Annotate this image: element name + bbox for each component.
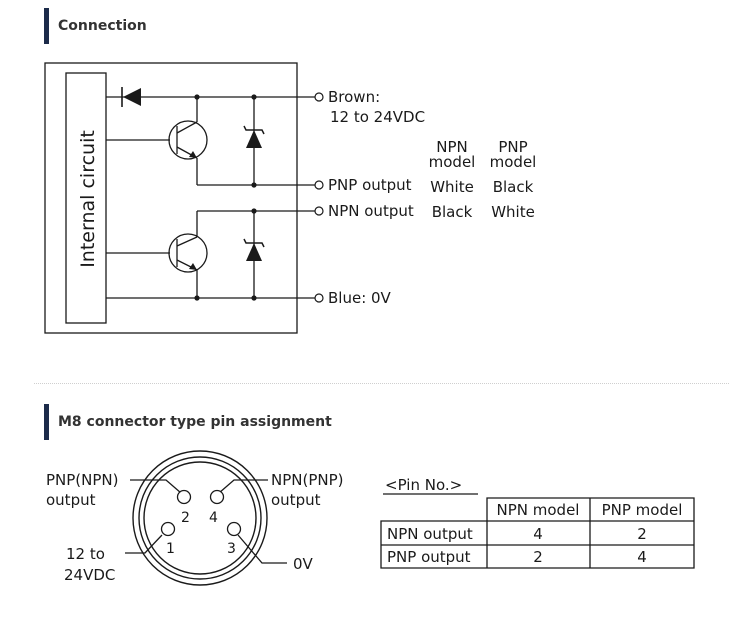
connector-label-npn-pnp: NPN(PNP) [271, 471, 344, 489]
connector-label-supply: 12 to [66, 545, 105, 563]
pin-3-socket [226, 521, 242, 537]
pin-table-row-pnp-label: PNP output [387, 548, 471, 566]
terminal-blue-label: Blue: 0V [328, 289, 392, 307]
pin-number-1: 1 [166, 541, 175, 557]
connector-leader-lines [125, 479, 287, 564]
internal-circuit-label: Internal circuit [77, 130, 99, 268]
terminal-npn-output-label: NPN output [328, 202, 414, 220]
connection-section-title: Connection [44, 8, 147, 44]
connector-label-0v: 0V [293, 555, 314, 573]
circuit-wires [106, 96, 315, 299]
pin-table-row-npn-label: NPN output [387, 525, 473, 543]
zener-diode-upper [243, 125, 265, 148]
connector-label-pnp-npn-output: output [46, 491, 96, 509]
transistor-upper [168, 120, 208, 160]
section-divider [34, 383, 729, 384]
wire-table-npn-header-1: NPN [436, 138, 468, 156]
pin-number-2: 2 [181, 510, 190, 526]
pin-table-grid [380, 497, 695, 569]
wire-table-npn-row-npn: Black [432, 203, 473, 221]
diode-power [121, 87, 141, 107]
connector-label-npn-pnp-output: output [271, 491, 321, 509]
connector-label-supply-voltage: 24VDC [64, 566, 115, 584]
wire-table-npn-header-2: model [429, 153, 476, 171]
pin-1-socket [160, 521, 176, 537]
pin-table-header-npn: NPN model [497, 501, 580, 519]
wire-table-pnp-row-pnp: Black [493, 178, 534, 196]
pin-assignment-section-title: M8 connector type pin assignment [44, 404, 332, 440]
pin-table-row-npn-npn: 4 [533, 525, 543, 543]
m8-connector-face [132, 450, 268, 586]
pin-table-row-npn-pnp: 2 [637, 525, 647, 543]
terminal-brown-voltage: 12 to 24VDC [330, 108, 425, 126]
pin-number-4: 4 [209, 510, 218, 526]
transistor-lower [168, 233, 208, 273]
junction-dots [194, 94, 257, 301]
pin-4-socket [209, 489, 225, 505]
sensor-enclosure [44, 62, 298, 334]
zener-diode-lower [243, 238, 265, 261]
wire-table-pnp-row-npn: White [430, 178, 474, 196]
pin-table-caption: <Pin No.> [385, 476, 462, 494]
connector-label-pnp-npn: PNP(NPN) [46, 471, 119, 489]
pin-table-header-pnp: PNP model [602, 501, 683, 519]
terminal-brown-label: Brown: [328, 88, 380, 106]
terminal-circles [314, 92, 324, 303]
pin-number-3: 3 [227, 541, 236, 557]
pin-2-socket [176, 489, 192, 505]
pin-table-row-pnp-pnp: 4 [637, 548, 647, 566]
pin-table-row-pnp-npn: 2 [533, 548, 543, 566]
wire-table-npn-row-pnp: White [491, 203, 535, 221]
terminal-pnp-output-label: PNP output [328, 176, 412, 194]
internal-circuit-block: Internal circuit [65, 72, 107, 324]
wire-table-pnp-header-2: model [490, 153, 537, 171]
wire-table-pnp-header-1: PNP [498, 138, 527, 156]
